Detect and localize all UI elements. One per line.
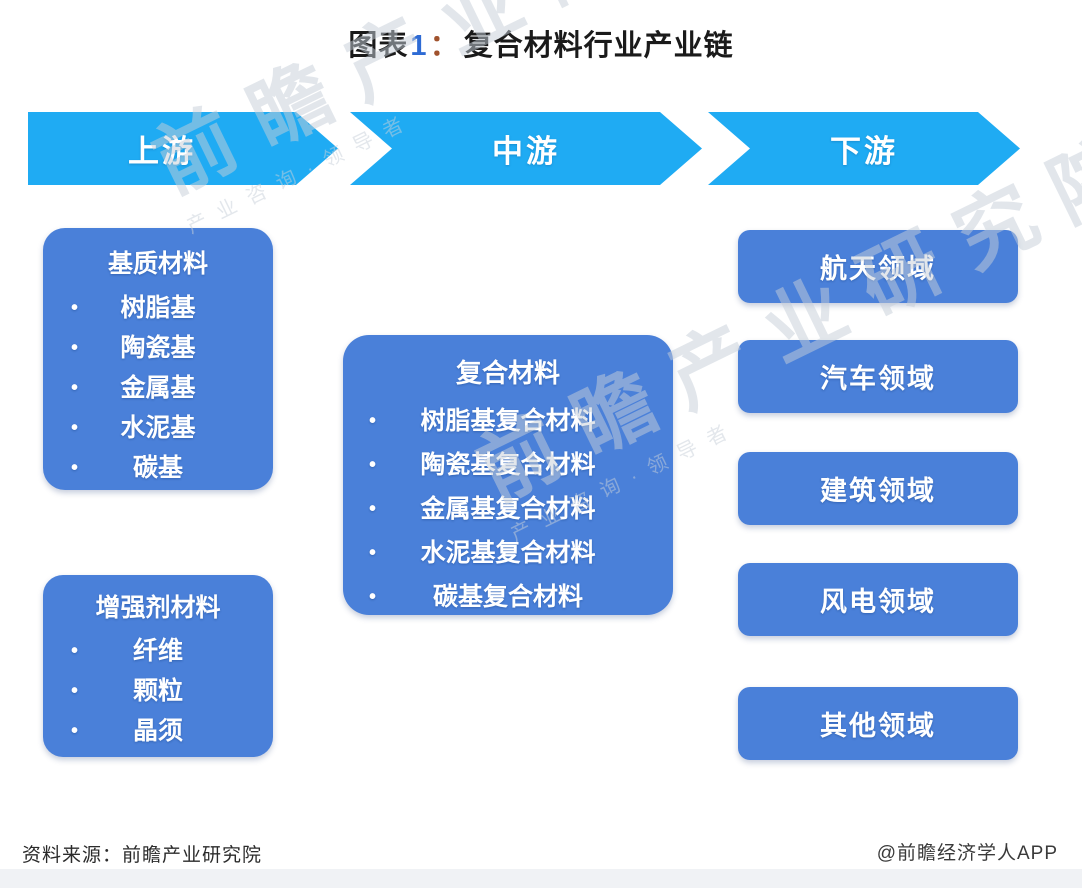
bullet-icon: • xyxy=(369,410,377,432)
page-title: 图表1：复合材料行业产业链 xyxy=(0,22,1082,64)
bullet-icon: • xyxy=(71,337,79,359)
box-other-field: 其他领域 xyxy=(738,687,1018,760)
bullet-icon: • xyxy=(71,377,79,399)
bullet-icon: • xyxy=(71,640,79,662)
list-item: • 水泥基复合材料 xyxy=(343,531,673,575)
bullet-icon: • xyxy=(369,454,377,476)
box-composite-header: 复合材料 xyxy=(455,358,560,388)
list-item: • 碳基复合材料 xyxy=(343,575,673,619)
bullet-icon: • xyxy=(369,498,377,520)
banner-upstream-label: 上游 xyxy=(128,134,196,169)
box-automotive-field: 汽车领域 xyxy=(738,340,1018,413)
list-item-label: 水泥基 xyxy=(120,414,196,442)
banner-downstream-label: 下游 xyxy=(830,134,898,169)
box-wind-power-field: 风电领域 xyxy=(738,563,1018,636)
list-item: • 颗粒 xyxy=(43,671,273,711)
box-app-label: 汽车领域 xyxy=(820,364,936,394)
list-item-label: 纤维 xyxy=(132,637,183,665)
box-matrix-list: • 树脂基 • 陶瓷基 • 金属基 • 水泥基 • 碳基 xyxy=(43,288,273,488)
box-reinforcement-materials: 增强剂材料 • 纤维 • 颗粒 • 晶须 xyxy=(43,575,273,757)
box-app-label: 其他领域 xyxy=(820,711,936,741)
list-item-label: 水泥基复合材料 xyxy=(420,539,596,567)
list-item-label: 金属基 xyxy=(120,374,196,402)
brand-note: @前瞻经济学人APP xyxy=(876,843,1058,864)
list-item: • 陶瓷基 xyxy=(43,328,273,368)
list-item: • 树脂基 xyxy=(43,288,273,328)
box-app-label: 风电领域 xyxy=(820,587,936,617)
list-item: • 金属基复合材料 xyxy=(343,487,673,531)
banner-midstream-label: 中游 xyxy=(492,134,560,169)
list-item-label: 树脂基复合材料 xyxy=(420,407,596,435)
box-aerospace-field: 航天领域 xyxy=(738,230,1018,303)
list-item: • 金属基 xyxy=(43,368,273,408)
list-item: • 树脂基复合材料 xyxy=(343,399,673,443)
box-composite-materials: 复合材料 • 树脂基复合材料 • 陶瓷基复合材料 • 金属基复合材料 • 水泥基复合材料… xyxy=(343,335,673,615)
bullet-icon: • xyxy=(369,542,377,564)
box-matrix-materials: 基质材料 • 树脂基 • 陶瓷基 • 金属基 • 水泥基 • 碳基 xyxy=(43,228,273,490)
bullet-icon: • xyxy=(369,586,377,608)
banner-midstream: 中游 xyxy=(350,112,702,185)
banner-downstream: 下游 xyxy=(708,112,1020,185)
title-number: 1 xyxy=(410,30,428,62)
box-matrix-header: 基质材料 xyxy=(107,250,208,278)
footer-band xyxy=(0,869,1082,888)
bullet-icon: • xyxy=(71,417,79,439)
box-composite-list: • 树脂基复合材料 • 陶瓷基复合材料 • 金属基复合材料 • 水泥基复合材料 • 碳基复… xyxy=(343,399,673,619)
list-item-label: 碳基 xyxy=(132,454,183,482)
list-item-label: 碳基复合材料 xyxy=(432,583,583,611)
bullet-icon: • xyxy=(71,457,79,479)
box-reinforcement-list: • 纤维 • 颗粒 • 晶须 xyxy=(43,631,273,751)
title-prefix: 图表 xyxy=(348,30,409,62)
list-item: • 纤维 xyxy=(43,631,273,671)
list-item: • 碳基 xyxy=(43,448,273,488)
list-item-label: 陶瓷基复合材料 xyxy=(420,451,596,479)
list-item: • 水泥基 xyxy=(43,408,273,448)
list-item: • 陶瓷基复合材料 xyxy=(343,443,673,487)
list-item: • 晶须 xyxy=(43,711,273,751)
title-text: 复合材料行业产业链 xyxy=(463,30,734,62)
box-app-label: 建筑领域 xyxy=(820,476,936,506)
list-item-label: 树脂基 xyxy=(120,294,196,322)
box-app-label: 航天领域 xyxy=(820,254,936,284)
list-item-label: 颗粒 xyxy=(132,677,183,705)
list-item-label: 陶瓷基 xyxy=(120,334,196,362)
bullet-icon: • xyxy=(71,297,79,319)
bullet-icon: • xyxy=(71,680,79,702)
banner-upstream: 上游 xyxy=(28,112,338,185)
list-item-label: 金属基复合材料 xyxy=(420,495,596,523)
box-construction-field: 建筑领域 xyxy=(738,452,1018,525)
title-colon: ： xyxy=(429,30,460,62)
box-reinforcement-header: 增强剂材料 xyxy=(95,594,221,622)
source-note: 资料来源：前瞻产业研究院 xyxy=(22,845,263,866)
bullet-icon: • xyxy=(71,720,79,742)
list-item-label: 晶须 xyxy=(132,717,183,745)
